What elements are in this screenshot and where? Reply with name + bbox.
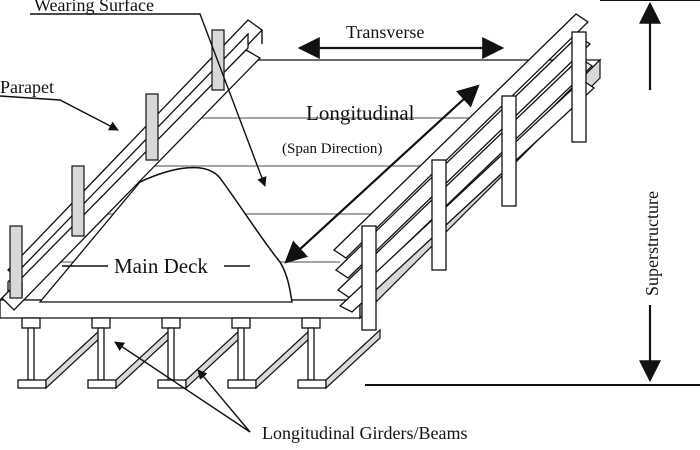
wearing-surface-leader [30, 13, 267, 187]
girder [17, 317, 101, 390]
label-superstructure: Superstructure [642, 191, 662, 296]
parapet-post [9, 29, 225, 299]
girder [157, 317, 241, 390]
longitudinal-arrow [284, 84, 480, 264]
parapet-leader [0, 95, 119, 131]
girders-leader-left [114, 341, 251, 433]
wearing-surface [38, 166, 293, 303]
girder [227, 317, 311, 390]
label-longitudinal-girders: Longitudinal Girders/Beams [262, 423, 467, 443]
girders-leader-right [197, 369, 251, 433]
girder [87, 317, 171, 390]
label-main-deck: Main Deck [114, 254, 208, 278]
label-longitudinal: Longitudinal [306, 101, 415, 125]
label-transverse: Transverse [346, 22, 424, 42]
label-parapet: Parapet [0, 77, 54, 97]
label-wearing-surface: Wearing Surface [34, 0, 154, 15]
label-span-direction: (Span Direction) [282, 141, 382, 157]
left-parapet [1, 19, 263, 311]
longitudinal-girders [17, 317, 381, 390]
girder [297, 317, 381, 390]
